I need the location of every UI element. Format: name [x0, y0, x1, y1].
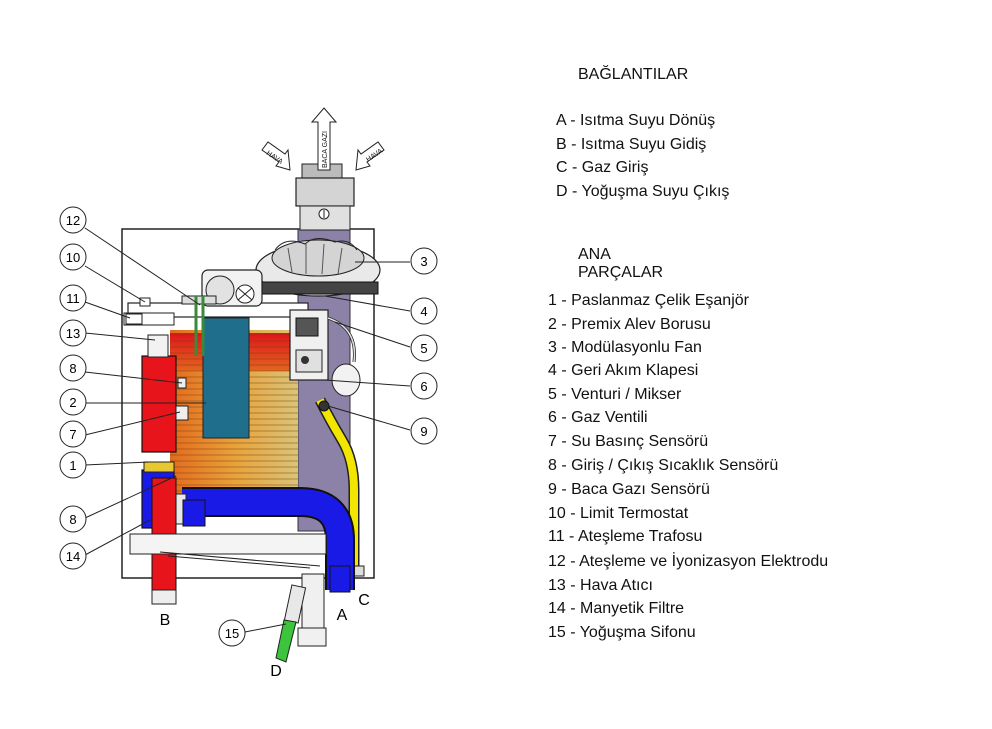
svg-text:11: 11 [66, 291, 80, 306]
callout-11: 11 [59, 284, 87, 312]
air-arrow-left: HAVA [261, 141, 291, 171]
svg-text:5: 5 [420, 341, 427, 356]
callout-4: 4 [410, 297, 438, 325]
connection-letter-c: C [358, 592, 370, 609]
callout-6: 6 [410, 372, 438, 400]
part-item-15: 15 - Yoğuşma Sifonu [548, 624, 696, 641]
svg-text:1: 1 [69, 458, 76, 473]
flue-gas-sensor [318, 400, 330, 412]
callout-14: 14 [59, 542, 87, 570]
part-item-10: 10 - Limit Termostat [548, 505, 689, 522]
gas-valve [289, 309, 361, 397]
callout-3: 3 [410, 247, 438, 275]
svg-text:4: 4 [420, 304, 427, 319]
svg-text:15: 15 [225, 626, 239, 641]
callout-8-bottom: 8 [59, 505, 87, 533]
connection-letter-b: B [160, 612, 171, 629]
callout-2: 2 [59, 388, 87, 416]
return-pipe [171, 487, 355, 593]
burner-tube [202, 313, 250, 439]
svg-text:14: 14 [66, 549, 80, 564]
svg-text:9: 9 [420, 424, 427, 439]
svg-text:BACA GAZI: BACA GAZI [322, 131, 329, 168]
callout-15: 15 [218, 619, 246, 647]
connection-item-b: B - Isıtma Suyu Gidiş [556, 136, 707, 153]
condensate-siphon [275, 573, 327, 663]
svg-text:3: 3 [420, 254, 427, 269]
callout-9: 9 [410, 417, 438, 445]
part-item-5: 5 - Venturi / Mikser [548, 386, 682, 403]
svg-text:7: 7 [69, 427, 76, 442]
connections-title: BAĞLANTILAR [578, 66, 689, 83]
electrode-assembly [181, 295, 217, 356]
part-item-12: 12 - Ateşleme ve İyonizasyon Elektrodu [548, 553, 829, 570]
callout-12: 12 [59, 206, 87, 234]
leader-lines [84, 227, 411, 633]
callout-7: 7 [59, 420, 87, 448]
part-item-7: 7 - Su Basınç Sensörü [548, 433, 709, 450]
part-item-14: 14 - Manyetik Filtre [548, 600, 685, 617]
part-item-3: 3 - Modülasyonlu Fan [548, 339, 702, 356]
part-item-4: 4 - Geri Akım Klapesi [548, 362, 699, 379]
callout-8-top: 8 [59, 354, 87, 382]
connection-letter-a: A [337, 607, 348, 624]
part-item-13: 13 - Hava Atıcı [548, 577, 653, 594]
callout-5: 5 [410, 334, 438, 362]
ignition-transformer [125, 313, 143, 325]
callout-13: 13 [59, 319, 87, 347]
part-item-9: 9 - Baca Gazı Sensörü [548, 481, 710, 498]
part-item-6: 6 - Gaz Ventili [548, 409, 648, 426]
fan-assembly [255, 238, 381, 297]
condensate-tray [129, 533, 327, 569]
svg-text:13: 13 [66, 326, 80, 341]
svg-text:12: 12 [66, 213, 80, 228]
flue-arrow-center: BACA GAZI [310, 107, 338, 171]
connection-item-c: C - Gaz Giriş [556, 159, 649, 176]
part-item-1: 1 - Paslanmaz Çelik Eşanjör [548, 292, 749, 309]
connection-letter-d: D [270, 663, 282, 680]
svg-text:10: 10 [66, 250, 80, 265]
svg-text:6: 6 [420, 379, 427, 394]
callout-1: 1 [59, 451, 87, 479]
connection-item-a: A - Isıtma Suyu Dönüş [556, 112, 716, 129]
parts-title: ANA PARÇALAR [578, 246, 664, 281]
callout-10: 10 [59, 243, 87, 271]
part-item-11: 11 - Ateşleme Trafosu [548, 528, 703, 545]
air-arrow-right: HAVA [355, 141, 385, 171]
svg-text:8: 8 [69, 361, 76, 376]
connection-item-d: D - Yoğuşma Suyu Çıkış [556, 183, 730, 200]
svg-text:8: 8 [69, 512, 76, 527]
part-item-2: 2 - Premix Alev Borusu [548, 316, 711, 333]
part-item-8: 8 - Giriş / Çıkış Sıcaklık Sensörü [548, 457, 779, 474]
flue-outlet [295, 163, 355, 231]
svg-text:2: 2 [69, 395, 76, 410]
